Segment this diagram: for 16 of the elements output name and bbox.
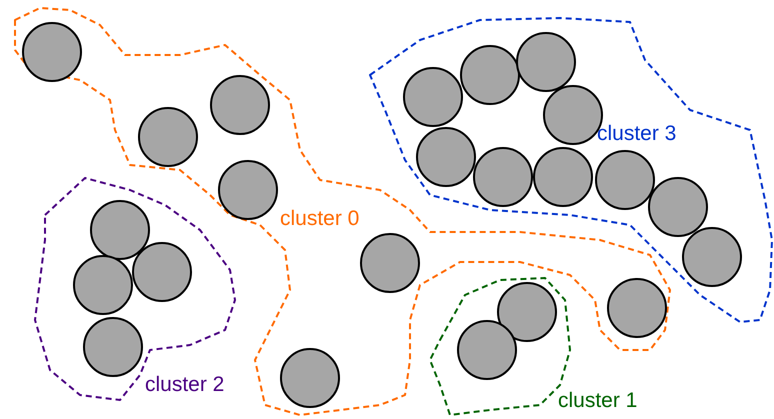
data-point-circle <box>607 278 667 338</box>
data-point-circle <box>648 177 708 237</box>
data-point-circle <box>497 282 557 342</box>
data-point-circle <box>403 67 463 127</box>
data-point-circle <box>682 227 742 287</box>
data-point-circle <box>90 200 150 260</box>
data-point-circle <box>516 32 576 92</box>
data-point-circle <box>473 147 533 207</box>
data-point-circle <box>73 255 133 315</box>
cluster-label: cluster 3 <box>597 123 676 144</box>
cluster-label: cluster 0 <box>280 208 360 229</box>
data-point-circle <box>416 127 476 187</box>
cluster-label: cluster 1 <box>558 390 638 411</box>
data-point-circle <box>83 317 143 377</box>
cluster-label: cluster 2 <box>145 374 224 395</box>
data-point-circle <box>460 45 520 105</box>
